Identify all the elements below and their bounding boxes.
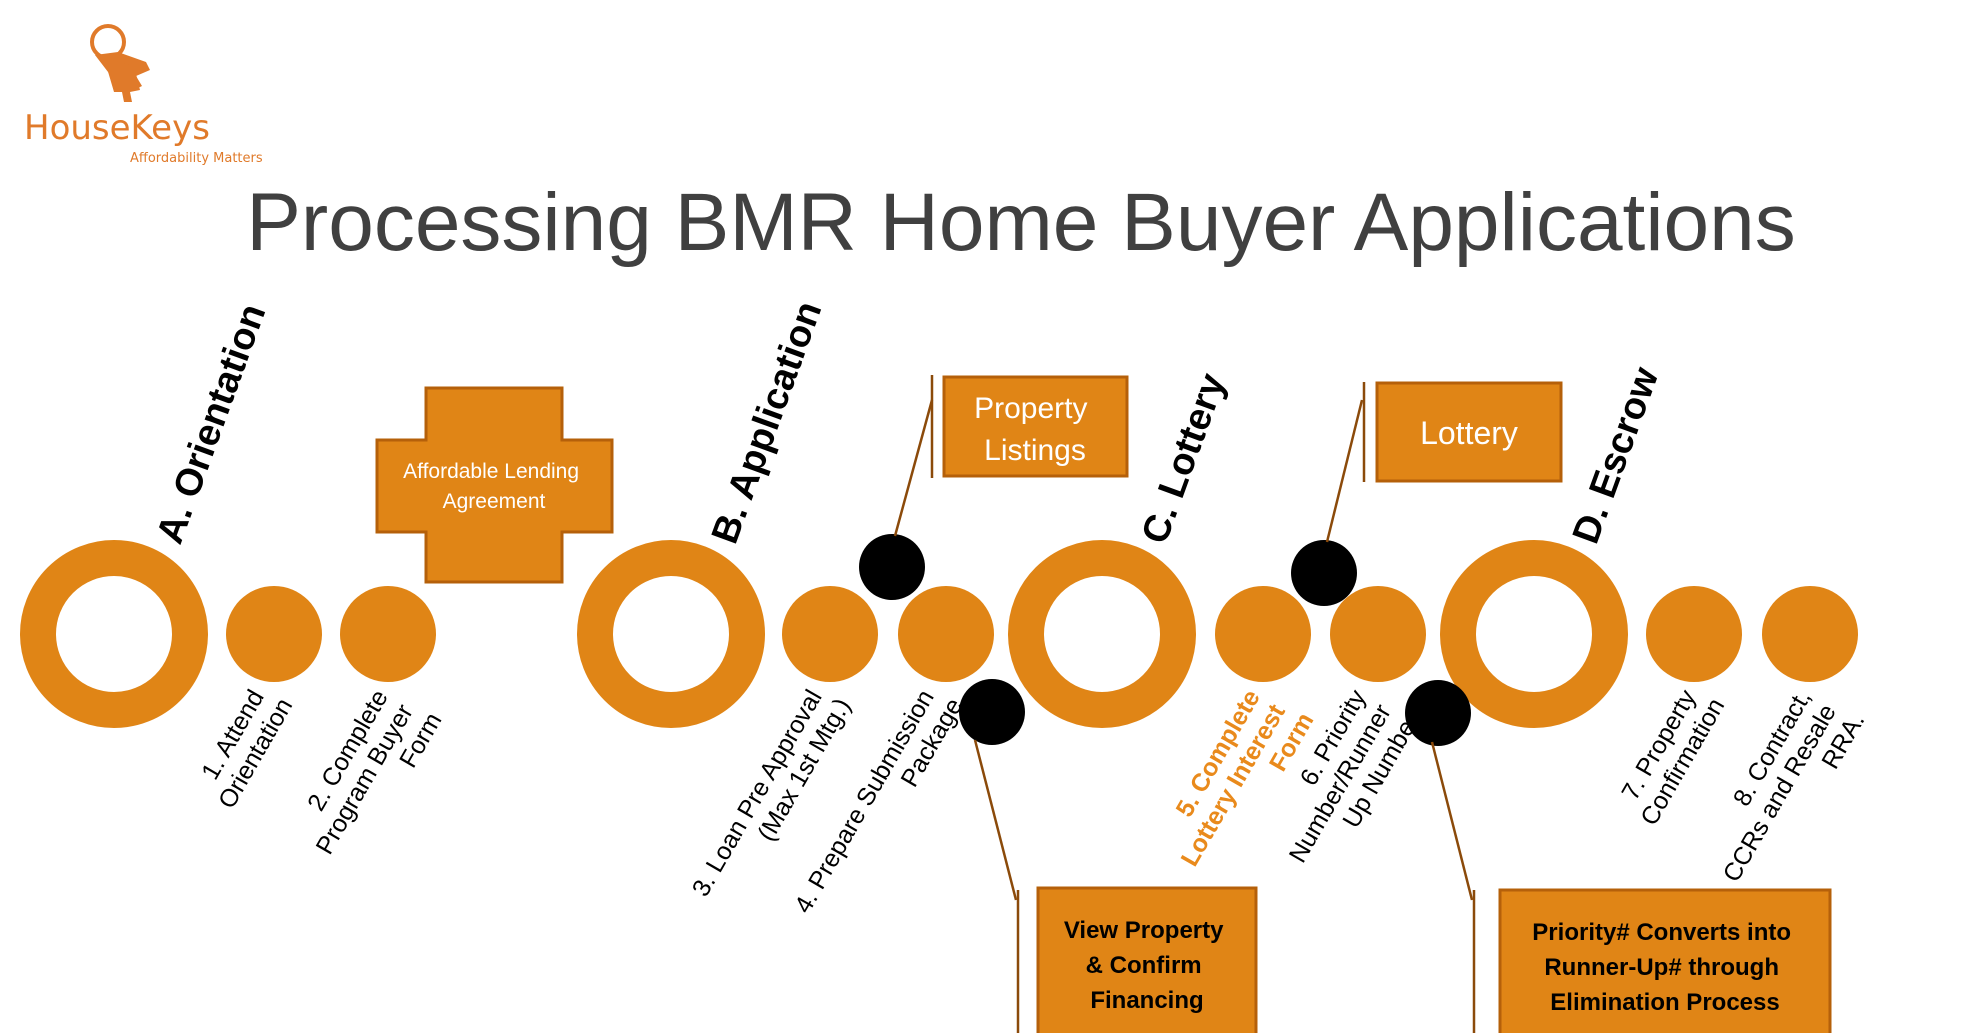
logo-name: HouseKeys (24, 108, 210, 148)
callout-dot (959, 679, 1025, 745)
step-dot-4 (898, 586, 994, 682)
step-label-7: 7. Property Confirmation (1610, 679, 1730, 830)
lottery-callout-text: Lottery (1420, 415, 1518, 451)
affordable-lending-callout: Affordable Lending Agreement (375, 386, 614, 584)
priority-converts-line-3: Elimination Process (1550, 989, 1779, 1016)
step-dot-6 (1330, 586, 1426, 682)
priority-converts-callout: Priority# Converts into Runner-Up# throu… (1405, 680, 1832, 1033)
callout-box (1375, 381, 1563, 483)
stage-ring-application (577, 540, 765, 728)
page-title: Processing BMR Home Buyer Applications (246, 177, 1796, 268)
step-dot-8 (1762, 586, 1858, 682)
callout-dot (1405, 680, 1471, 746)
callout-leader (973, 739, 1018, 901)
step-dot-3 (782, 586, 878, 682)
housekeys-logo: HouseKeys Affordability Matters (24, 24, 263, 166)
affordable-lending-line-2: Agreement (443, 490, 546, 513)
callout-dot (859, 534, 925, 600)
callout-dot (1291, 540, 1357, 606)
keys-icon (90, 24, 150, 102)
affordable-lending-line-1: Affordable Lending (403, 460, 579, 483)
svg-text:Priority# Converts into: Priority# Converts into Runner-Up# throu… (1532, 919, 1797, 1016)
logo-tagline: Affordability Matters (130, 151, 263, 166)
property-listings-callout: Property Listings (859, 375, 1129, 600)
step-dot-2 (340, 586, 436, 682)
callout-box (1498, 888, 1832, 1033)
stage-label-orientation: A. Orientation (149, 299, 274, 549)
view-property-line-3: Financing (1090, 987, 1203, 1014)
cross-shape (375, 386, 614, 584)
callout-leader (893, 399, 934, 537)
view-property-line-2: & Confirm (1086, 952, 1202, 979)
stage-label-escrow: D. Escrow (1565, 362, 1667, 549)
priority-converts-line-2: Runner-Up# through (1544, 954, 1779, 981)
callout-box (1036, 886, 1258, 1033)
lottery-callout: Lottery (1291, 381, 1563, 606)
priority-converts-line-1: Priority# Converts into (1532, 919, 1791, 946)
callout-leader (1430, 741, 1474, 901)
stage-label-lottery: C. Lottery (1134, 368, 1234, 549)
stage-ring-lottery (1008, 540, 1196, 728)
step-dot-5 (1215, 586, 1311, 682)
step-dot-1 (226, 586, 322, 682)
step-label-2: 2. Complete Program Buyer Form (285, 679, 447, 874)
svg-text:Affordable Lending Agree: Affordable Lending Agreement (403, 460, 585, 513)
stage-ring-orientation (20, 540, 208, 728)
property-listings-line-2: Listings (984, 434, 1086, 467)
step-label-1: 1. Attend Orientation (188, 679, 299, 813)
view-property-callout: View Property & Confirm Financing (959, 679, 1258, 1033)
view-property-line-1: View Property (1064, 917, 1224, 944)
step-dot-7 (1646, 586, 1742, 682)
callout-box (942, 375, 1129, 478)
callout-leader (1325, 399, 1364, 543)
stage-label-application: B. Application (704, 296, 830, 549)
svg-text:Property Listings: Property Listings (974, 392, 1096, 467)
property-listings-line-1: Property (974, 392, 1087, 425)
svg-text:View Property & Confirm: View Property & Confirm Financing (1064, 917, 1230, 1014)
stage-ring-escrow (1440, 540, 1628, 728)
